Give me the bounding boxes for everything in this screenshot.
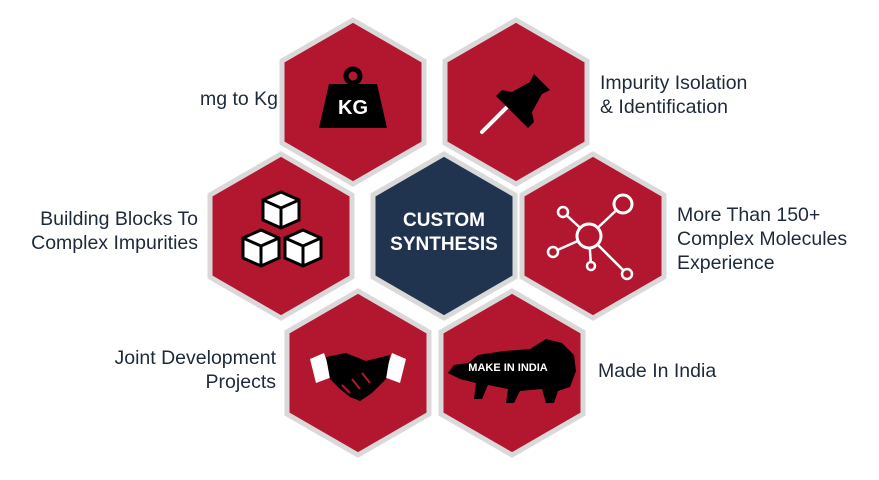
cubes-icon xyxy=(241,190,323,268)
label-joint: Joint Development Projects xyxy=(114,347,276,393)
hex-molecules xyxy=(522,154,664,318)
kg-weight-icon: KG xyxy=(319,66,387,128)
label-blocks: Building Blocks To Complex Impurities xyxy=(31,208,198,254)
label-impurity: Impurity Isolation & Identification xyxy=(600,72,748,118)
hex-impurity xyxy=(445,20,587,184)
handshake-icon xyxy=(310,353,406,401)
label-molecules: More Than 150+ Complex Molecules Experie… xyxy=(677,204,848,274)
push-pin-icon xyxy=(480,66,550,134)
hex-scale: KG xyxy=(282,20,424,184)
hex-india: MAKE IN INDIA xyxy=(441,291,583,455)
hex-blocks xyxy=(210,154,352,318)
label-india: Made In India xyxy=(598,360,717,382)
label-scale: mg to Kg xyxy=(199,88,278,110)
molecule-icon xyxy=(546,193,634,281)
center-title-line1: CUSTOM xyxy=(403,210,485,231)
hex-center: CUSTOM SYNTHESIS xyxy=(373,154,515,318)
hex-joint xyxy=(287,291,429,455)
make-in-india-lion-icon: MAKE IN INDIA xyxy=(448,339,576,403)
center-title-line2: SYNTHESIS xyxy=(390,234,498,255)
india-icon-text: MAKE IN INDIA xyxy=(468,362,548,374)
kg-icon-text: KG xyxy=(338,97,368,119)
